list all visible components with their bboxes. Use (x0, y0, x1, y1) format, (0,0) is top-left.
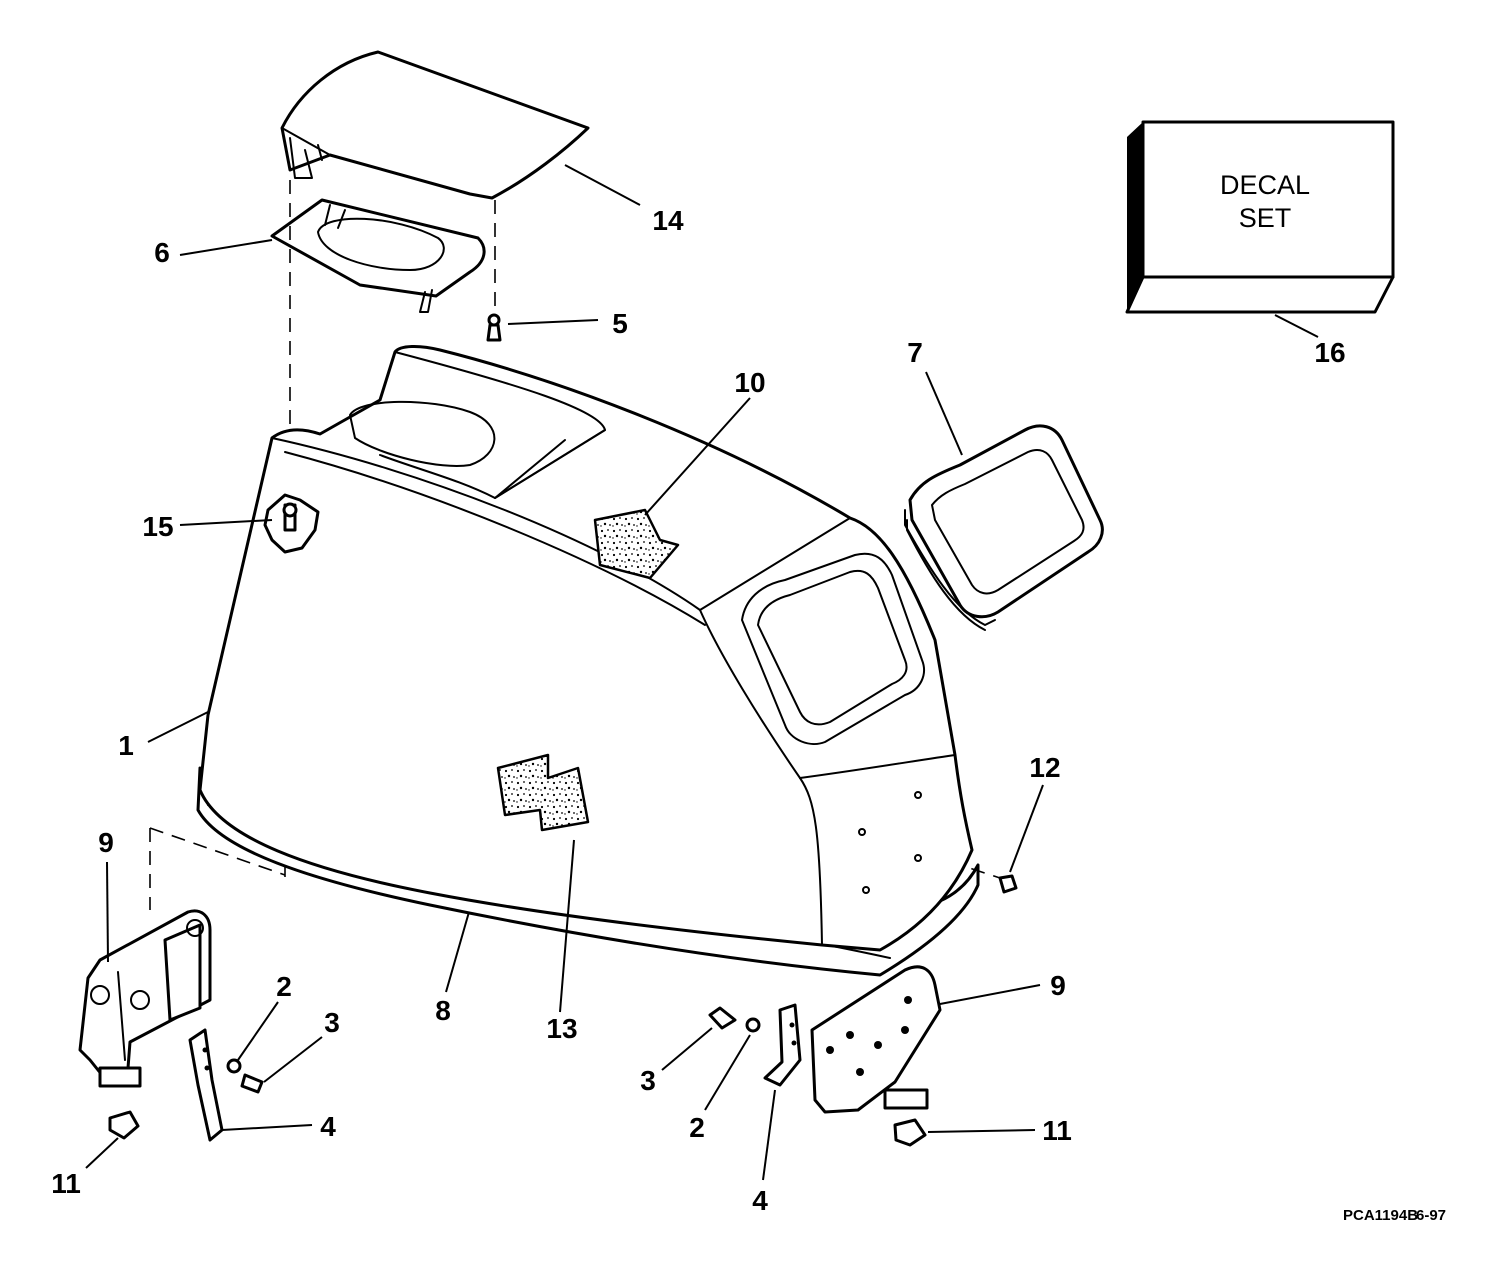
decal-label-line2: SET (1239, 203, 1292, 233)
callout-6: 6 (154, 237, 170, 268)
right-bracket-part (810, 965, 942, 1114)
callout-10: 10 (734, 367, 765, 398)
callout-12: 12 (1029, 752, 1060, 783)
washer-right-part (745, 1017, 761, 1033)
screw-left-part (240, 1073, 264, 1094)
callout-9-left: 9 (98, 827, 114, 858)
clip-right-part (763, 1003, 802, 1087)
callout-2-left: 2 (276, 971, 292, 1002)
callout-9-right: 9 (1050, 970, 1066, 1001)
knob-part (263, 493, 320, 554)
callout-11-left: 11 (51, 1168, 81, 1199)
callout-15: 15 (142, 511, 173, 542)
screw-right-part (708, 1006, 737, 1030)
callout-4-left: 4 (320, 1111, 336, 1142)
motor-cover-part (198, 345, 974, 952)
drawing-date: 6-97 (1416, 1207, 1446, 1224)
callout-7: 7 (907, 337, 923, 368)
callout-16: 16 (1314, 337, 1345, 368)
callout-1: 1 (118, 730, 134, 761)
callout-4-right: 4 (752, 1185, 768, 1216)
drawing-code: PCA1194B (1343, 1207, 1418, 1224)
fastener-part (998, 874, 1018, 894)
decal-set-box: DECAL SET (1125, 120, 1395, 314)
callout-2-right: 2 (689, 1112, 705, 1143)
washer-left-part (226, 1058, 242, 1074)
callout-13: 13 (546, 1013, 577, 1044)
leader-lines (85, 164, 1319, 1181)
callout-11-right: 11 (1042, 1115, 1072, 1146)
decal-label-line1: DECAL (1220, 170, 1310, 200)
callout-3-right: 3 (640, 1065, 656, 1096)
callout-8: 8 (435, 995, 451, 1026)
access-cover-part (280, 50, 590, 200)
callout-3-left: 3 (324, 1007, 340, 1038)
callout-14: 14 (652, 205, 684, 236)
grommet-left-part (108, 1110, 140, 1140)
adapter-plate-part (270, 198, 486, 313)
screw-part (486, 313, 502, 342)
callout-5: 5 (612, 308, 628, 339)
window-trim-part (904, 424, 1104, 631)
foam-pad-lower-part (496, 753, 590, 832)
clip-left-part (188, 1028, 224, 1142)
grommet-right-part (893, 1118, 927, 1147)
foam-pad-upper-part (593, 508, 680, 580)
left-bracket-part (78, 909, 212, 1088)
